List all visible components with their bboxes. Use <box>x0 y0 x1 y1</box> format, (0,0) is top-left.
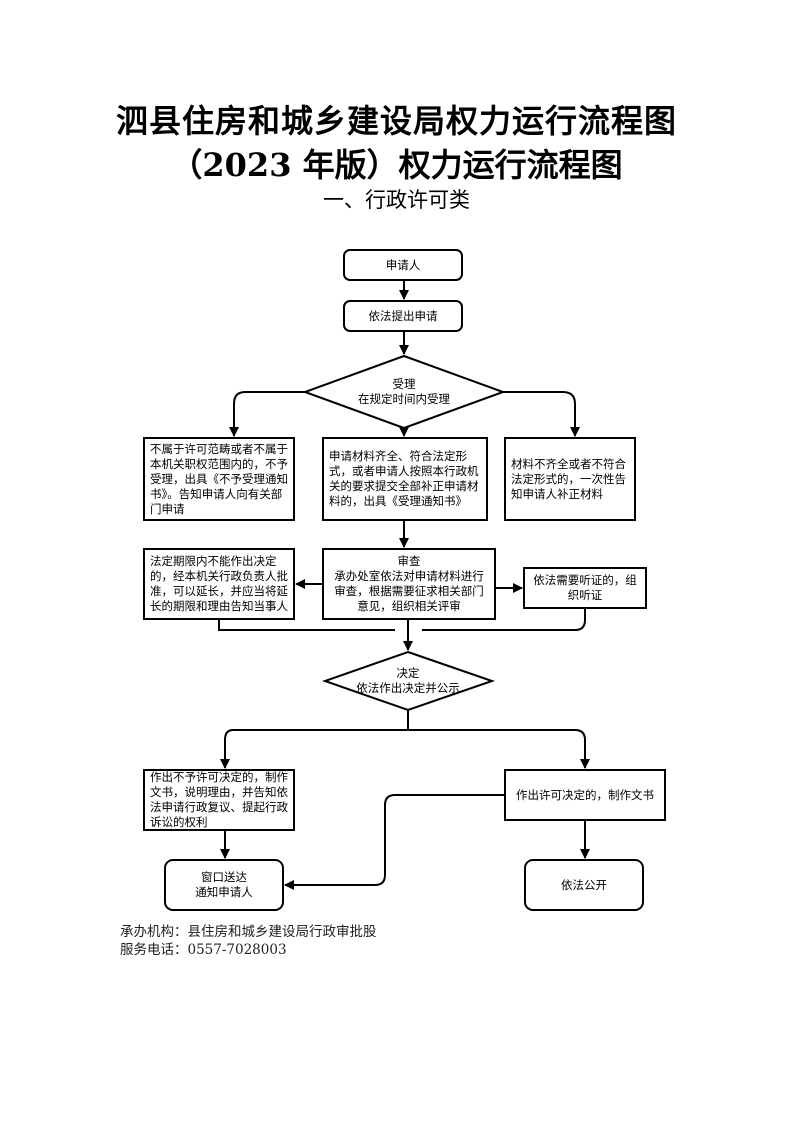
deliver-label: 窗口送达 通知申请人 <box>195 870 253 899</box>
accept-node: 受理 在规定时间内受理 <box>330 372 478 412</box>
applicant-label: 申请人 <box>385 257 421 272</box>
incomplete-label: 材料不齐全或者不符合法定形式的，一次性告知申请人补正材料 <box>511 456 626 501</box>
publish-label: 依法公开 <box>561 877 607 892</box>
footer-organization: 承办机构：县住房和城乡建设局行政审批股 <box>120 924 377 940</box>
not-accept-label: 不属于许可范畴或者不属于本机关职权范围内的，不予受理，出具《不予受理通知书》。告… <box>150 441 288 516</box>
deliver-node: 窗口送达 通知申请人 <box>165 860 283 910</box>
review-node: 审查 承办处室依法对申请材料进行审查，根据需要征求相关部门意见，组织相关评审 <box>323 549 495 619</box>
applicant-node: 申请人 <box>344 250 462 280</box>
hearing-label: 依法需要听证的，组织听证 <box>533 573 637 602</box>
arrow-decision-left <box>220 710 409 769</box>
line-extension-merge <box>218 619 395 631</box>
accept-notice-node: 申请材料齐全、符合法定形式，或者申请人按照本行政机关的要求提交全部补正申请材料的… <box>323 438 487 520</box>
accept-label: 受理 在规定时间内受理 <box>358 377 450 406</box>
footer-phone: 服务电话：0557-7028003 <box>120 942 287 958</box>
arrow-approve-deliver <box>284 794 505 890</box>
publish-node: 依法公开 <box>525 860 643 910</box>
deny-label: 作出不予许可决定的，制作文书，说明理由，并告知依法申请行政复议、提起行政诉讼的权… <box>150 770 288 829</box>
apply-label: 依法提出申请 <box>368 308 438 323</box>
deny-box <box>143 769 295 831</box>
not-accept-node: 不属于许可范畴或者不属于本机关职权范围内的，不予受理，出具《不予受理通知书》。告… <box>144 438 294 520</box>
decision-node: 决定 依法作出决定并公示 <box>345 664 471 698</box>
approve-label: 作出许可决定的，制作文书 <box>516 787 654 802</box>
deny-node: 作出不予许可决定的，制作文书，说明理由，并告知依法申请行政复议、提起行政诉讼的权… <box>144 770 294 830</box>
hearing-node: 依法需要听证的，组织听证 <box>524 568 646 608</box>
incomplete-node: 材料不齐全或者不符合法定形式的，一次性告知申请人补正材料 <box>505 438 635 520</box>
page-title: 泗县住房和城乡建设局权力运行流程图 <box>115 102 677 140</box>
not-accept-box <box>143 437 295 521</box>
accept-notice-label: 申请材料齐全、符合法定形式，或者申请人按照本行政机关的要求提交全部补正申请材料的… <box>329 449 479 508</box>
arrow-accept-right <box>503 391 580 437</box>
extension-node: 法定期限内不能作出决定的，经本机关行政负责人批准，可以延长，并应当将延长的期限和… <box>144 549 294 619</box>
review-label: 审查 承办处室依法对申请材料进行审查，根据需要征求相关部门意见，组织相关评审 <box>334 554 484 613</box>
approve-node: 作出许可决定的，制作文书 <box>505 770 665 820</box>
page-title-edition: （2023 年版）权力运行流程图 <box>170 146 623 184</box>
incomplete-box <box>504 437 636 521</box>
publish-box <box>524 859 644 911</box>
line-hearing-merge <box>422 608 586 631</box>
arrow-decision-right <box>408 729 590 769</box>
extension-label: 法定期限内不能作出决定的，经本机关行政负责人批准，可以延长，并应当将延长的期限和… <box>150 554 288 613</box>
deliver-box <box>164 859 284 911</box>
section-subtitle: 一、行政许可类 <box>323 188 470 212</box>
arrow-accept-left <box>229 391 305 437</box>
apply-node: 依法提出申请 <box>344 301 462 331</box>
decision-label: 决定 依法作出决定并公示 <box>356 666 460 695</box>
